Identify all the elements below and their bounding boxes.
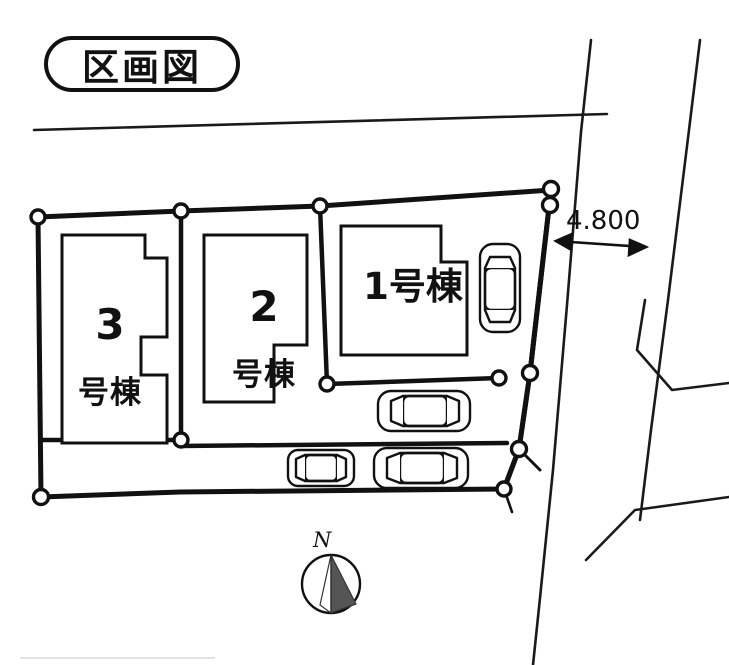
boundary-marker [495, 480, 513, 498]
boundary-marker [172, 431, 190, 449]
road-edge-right-inner [531, 38, 593, 665]
car-windshield-front [389, 394, 405, 428]
lot-label-2: 2 号棟 [218, 252, 310, 425]
car-roof-line [401, 394, 449, 428]
lot-label-3: 3 号棟 [62, 270, 158, 443]
site-edge-right-upper [527, 187, 554, 376]
house-footprint-lot2 [202, 233, 309, 404]
lot-division-2-1 [317, 203, 330, 387]
car-roof-line [483, 266, 517, 312]
lot-number-2: 2 [249, 281, 279, 331]
boundary-marker [172, 202, 190, 220]
dimension-arrowhead-left [553, 231, 574, 252]
car-roof-line [398, 451, 446, 485]
north-arrow-icon [300, 553, 362, 615]
car-windshield-rear [483, 308, 517, 324]
car-middle-row [376, 389, 472, 433]
boundary-marker [318, 375, 336, 393]
dimension-arrowhead-right [627, 238, 650, 258]
road-edge-right-outer [638, 38, 702, 522]
neighbour-parcel-line-lower [584, 495, 729, 562]
car-roof-line [303, 453, 339, 483]
dimension-arrow-road-width [553, 231, 650, 258]
house-footprints-group [60, 224, 469, 445]
car-cabin [401, 394, 449, 428]
car-bottom-right [372, 446, 470, 490]
car-windshield-front [483, 255, 517, 270]
road-line-top [32, 112, 609, 132]
boundary-marker [311, 197, 329, 215]
boundary-marker [490, 369, 508, 387]
car-bottom-left [286, 448, 356, 488]
surrounding-roads-group [32, 38, 729, 665]
car-cabin [303, 453, 339, 483]
boundary-marker [509, 439, 529, 459]
lot-number-3: 3 [95, 299, 125, 349]
car-windshield-rear [335, 453, 348, 483]
car-windshield-rear [442, 451, 459, 485]
car-cabin [483, 266, 517, 312]
parking-row-divider [177, 440, 510, 449]
house-footprint-lot1 [339, 224, 469, 357]
car-lot1 [478, 242, 522, 334]
car-cabin [398, 451, 446, 485]
car-windshield-front [385, 451, 402, 485]
north-letter-label: N [313, 528, 332, 552]
title-plate-border [44, 36, 240, 92]
boundary-marker [29, 208, 47, 226]
boundary-markers-group [29, 179, 561, 507]
house-footprint-lot3 [60, 233, 169, 445]
lot-suffix-3: 号棟 [78, 375, 142, 412]
car-windshield-rear [445, 394, 461, 428]
site-edge-right-lower [501, 370, 533, 492]
page-title: 区画図 [82, 46, 202, 89]
dimension-label-road-width: 4.800 [566, 206, 641, 236]
lot-label-1: 1号棟 [363, 265, 463, 308]
vehicles-group [286, 242, 522, 490]
boundary-marker [541, 179, 561, 199]
lot-frontage-line-1 [324, 375, 502, 387]
boundary-marker [540, 195, 560, 215]
lot-suffix-2: 号棟 [232, 357, 296, 394]
boundary-marker [520, 363, 540, 383]
boundary-marker [31, 487, 51, 507]
car-windshield-front [294, 453, 307, 483]
neighbour-parcel-line-upper [635, 298, 729, 392]
